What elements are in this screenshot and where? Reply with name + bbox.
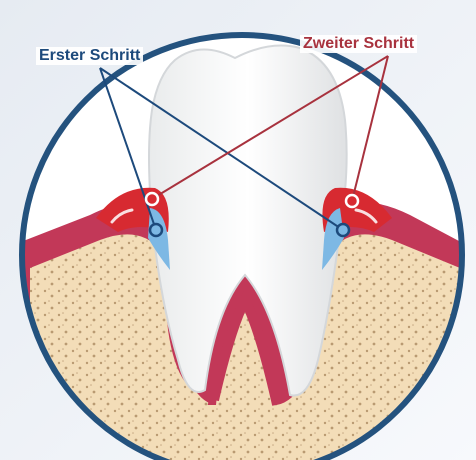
label-first-step: Erster Schritt xyxy=(36,47,143,65)
first-step-marker-left xyxy=(150,224,162,236)
second-step-marker-right xyxy=(346,195,358,207)
first-step-marker-right xyxy=(337,224,349,236)
label-second-step: Zweiter Schritt xyxy=(300,35,417,53)
second-step-marker-left xyxy=(146,193,158,205)
